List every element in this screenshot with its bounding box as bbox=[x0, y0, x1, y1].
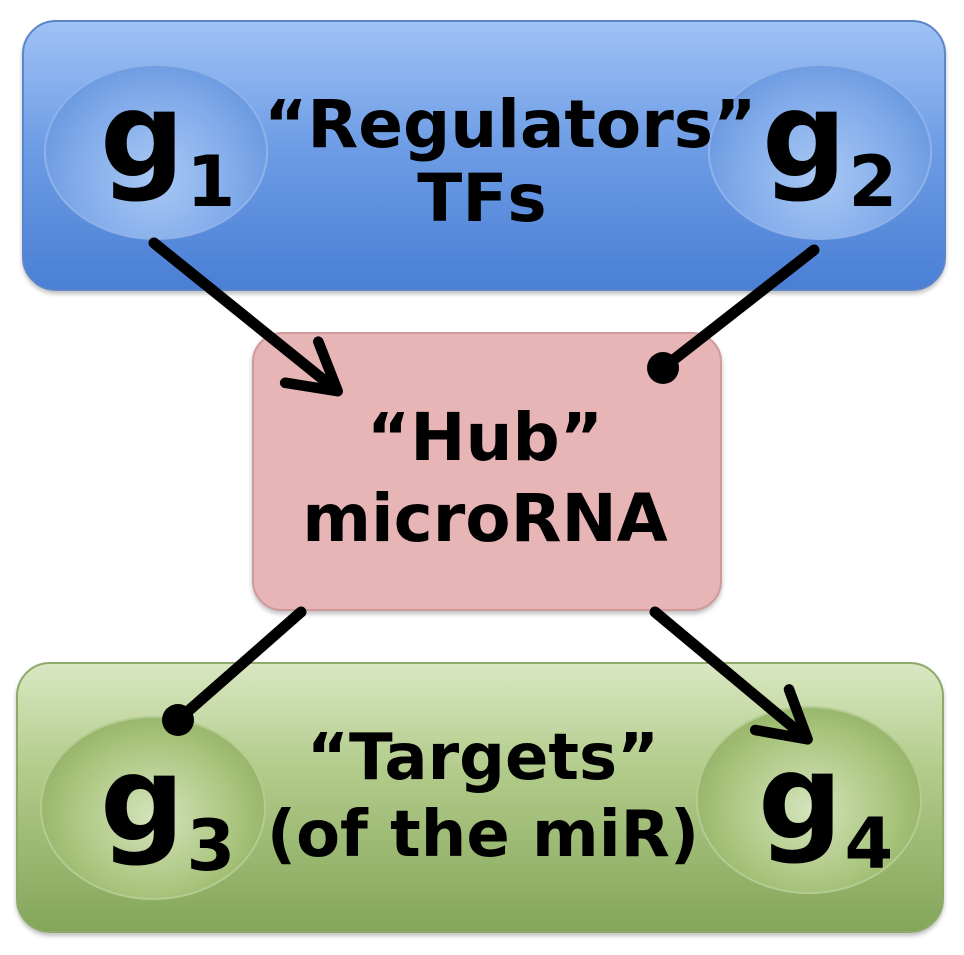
regulators-label: “Regulators” TFs bbox=[264, 86, 757, 237]
gene-letter: g bbox=[758, 728, 843, 866]
targets-label: “Targets” (of the miR) bbox=[262, 720, 704, 874]
gene-label-g4: g4 bbox=[758, 738, 893, 879]
gene-letter: g bbox=[100, 730, 185, 868]
targets-subtitle: (of the miR) bbox=[266, 797, 700, 872]
edge-hub-to-g3-dot bbox=[162, 704, 194, 736]
gene-index: 2 bbox=[848, 141, 898, 223]
gene-letter: g bbox=[100, 66, 185, 204]
gene-letter: g bbox=[762, 66, 847, 204]
gene-label-g3: g3 bbox=[100, 740, 235, 881]
edge-g1-to-hub-arrow bbox=[148, 237, 343, 397]
gene-label-g2: g2 bbox=[762, 76, 897, 217]
gene-label-g1: g1 bbox=[100, 76, 235, 217]
regulators-title: “Regulators” bbox=[264, 86, 757, 163]
gene-node-g1 bbox=[44, 64, 268, 240]
gene-index: 3 bbox=[186, 805, 236, 887]
regulators-subtitle: TFs bbox=[417, 159, 547, 237]
gene-index: 1 bbox=[186, 141, 236, 223]
edge-g2-to-hub-dot bbox=[647, 352, 679, 384]
hub-title: “Hub” bbox=[366, 399, 604, 476]
targets-title: “Targets” bbox=[306, 721, 660, 795]
edge-g2-to-hub-inhibit bbox=[657, 244, 820, 374]
gene-node-g2 bbox=[708, 64, 932, 240]
edge-hub-to-g4-arrow bbox=[649, 606, 813, 745]
edge-hub-to-g3-inhibit bbox=[172, 606, 307, 726]
gene-index: 4 bbox=[844, 803, 894, 885]
hub-label: “Hub” microRNA bbox=[252, 398, 718, 559]
gene-node-g3 bbox=[40, 716, 266, 900]
hub-subtitle: microRNA bbox=[302, 479, 668, 557]
